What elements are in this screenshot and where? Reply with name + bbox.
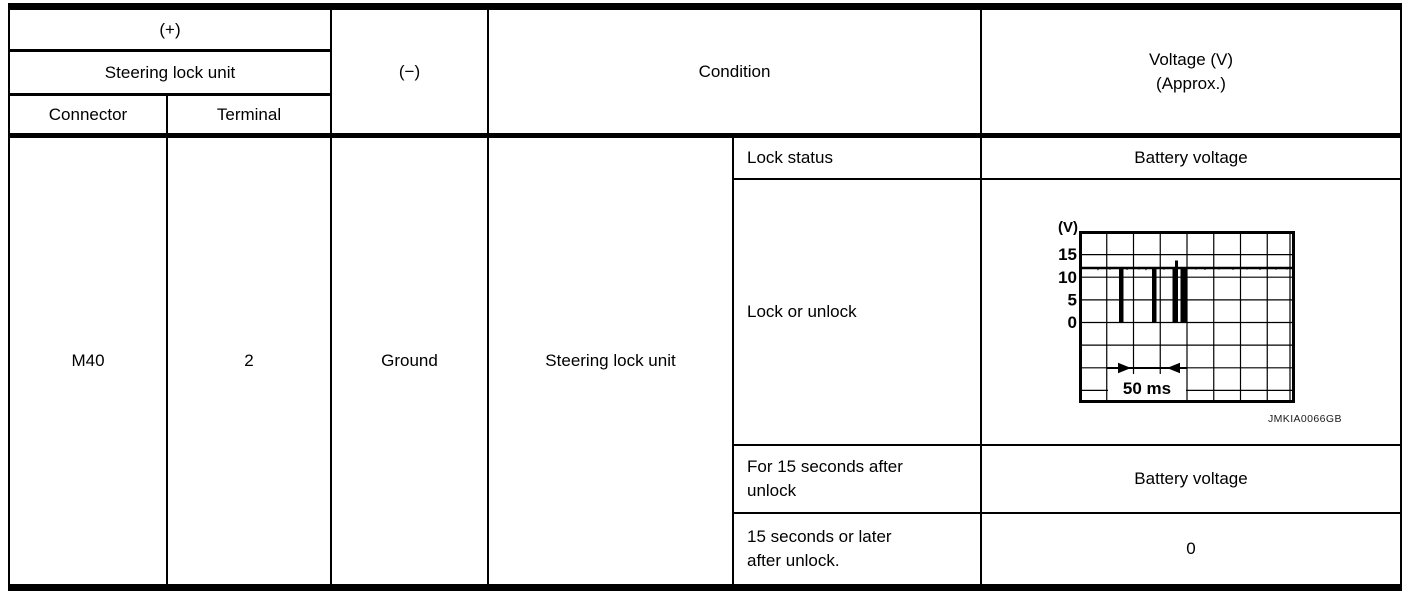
waveform-trace <box>1081 260 1293 323</box>
voltage-row-for-15-seconds: Battery voltage <box>1134 469 1248 489</box>
table-border-top <box>8 3 1402 10</box>
row-rule-2 <box>733 444 1402 446</box>
header-cell-connector: Connector <box>48 104 128 124</box>
header-rule-under-plus <box>8 49 332 52</box>
header-cell-voltage: Voltage (V) (Approx.) <box>1148 49 1234 93</box>
waveform-y-tick-10: 10 <box>1058 268 1077 287</box>
column-rule-connector-terminal <box>166 93 168 584</box>
header-cell-minus: (−) <box>398 61 421 81</box>
waveform-y-tick-0: 0 <box>1068 313 1077 332</box>
body-cell-minus-value: Ground <box>381 351 438 371</box>
waveform-y-unit-label: (V) <box>1058 219 1078 236</box>
header-cell-terminal: Terminal <box>216 104 282 124</box>
voltage-row-15-seconds-or-later: 0 <box>1186 539 1196 559</box>
body-cell-condition-main: Steering lock unit <box>545 351 676 371</box>
column-rule-minus-condition <box>487 10 489 584</box>
table-border-left <box>8 3 10 591</box>
waveform-y-tick-15: 15 <box>1058 245 1077 264</box>
table-border-right <box>1400 3 1402 591</box>
header-cell-steering-lock-unit: Steering lock unit <box>104 62 236 82</box>
condition-row-15-seconds-or-later: 15 seconds or later after unlock. <box>747 527 892 570</box>
row-rule-3 <box>733 512 1402 514</box>
condition-row-for-15-seconds: For 15 seconds after unlock <box>747 457 903 500</box>
time-span-arrow: 50 ms <box>1107 362 1187 400</box>
header-cell-condition: Condition <box>698 61 771 81</box>
waveform-figure: (V) 15 10 5 0 50 ms <box>1058 219 1295 403</box>
condition-row-lock-status: Lock status <box>747 148 833 168</box>
figure-caption: JMKIA0066GB <box>1268 413 1342 425</box>
waveform-frame <box>1079 231 1295 403</box>
waveform-y-tick-5: 5 <box>1068 291 1077 310</box>
header-rule-under-steering-lock-unit <box>8 93 332 96</box>
header-cell-plus: (+) <box>159 19 181 39</box>
row-rule-1 <box>733 178 1402 180</box>
header-separator-rule <box>8 133 1402 138</box>
time-span-label: 50 ms <box>1123 379 1171 398</box>
table-border-bottom <box>8 584 1402 591</box>
column-rule-condition-split <box>732 138 734 584</box>
body-cell-terminal-value: 2 <box>244 351 254 371</box>
voltage-row-lock-status: Battery voltage <box>1134 148 1248 168</box>
column-rule-terminal-minus <box>330 10 332 584</box>
column-rule-condition-voltage <box>980 10 982 584</box>
condition-row-lock-or-unlock: Lock or unlock <box>747 302 857 322</box>
body-cell-connector-value: M40 <box>71 351 105 371</box>
